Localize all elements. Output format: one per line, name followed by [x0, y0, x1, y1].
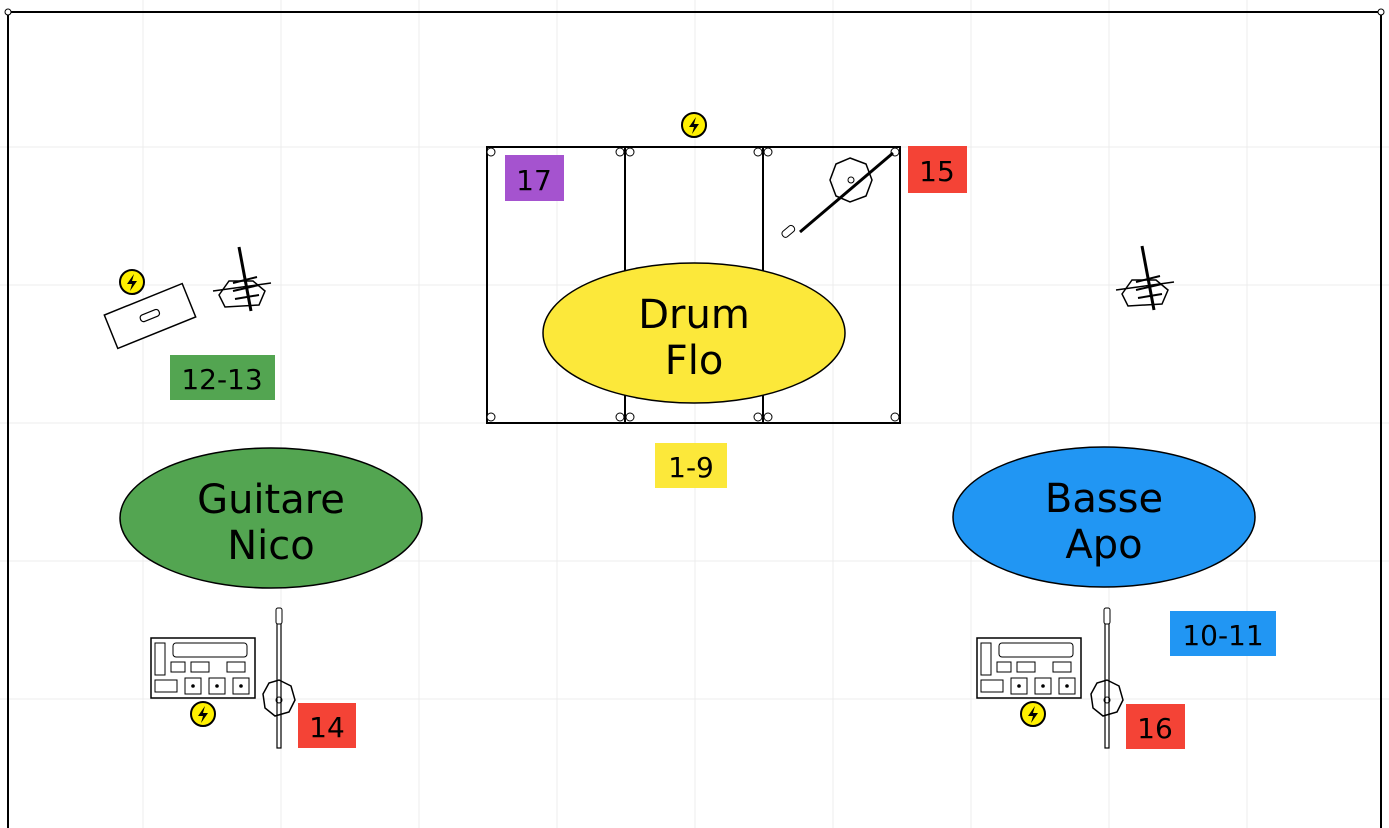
drummer-line2: Flo: [665, 338, 724, 384]
label-bg-guitar-vocal: [298, 703, 356, 748]
bassist-position: [952, 446, 1256, 588]
guitarist-position: [119, 447, 423, 589]
channel-label-overhead: 15: [919, 155, 955, 188]
guitar-on-stand-icon: [211, 245, 273, 313]
channel-label-bass-amp: 10-11: [1182, 619, 1263, 652]
guitarist-line2: Nico: [227, 523, 315, 569]
power-outlet-icon: [1020, 701, 1046, 727]
power-outlet-icon: [119, 269, 145, 295]
bass-on-stand-icon: [1114, 244, 1176, 312]
mic-stand-icon: [262, 607, 296, 749]
label-bg-drums: [655, 443, 727, 488]
overhead-microphone-icon: [781, 151, 894, 238]
label-bg-overhead: [908, 146, 967, 193]
label-bg-riser: [505, 155, 564, 201]
channel-label-drums: 1-9: [668, 451, 714, 484]
guitarist-line1: Guitare: [197, 477, 345, 523]
power-outlet-icon: [190, 701, 216, 727]
power-outlet-icon: [681, 112, 707, 138]
label-bg-bass-amp: [1170, 611, 1276, 656]
bassist-line2: Apo: [1065, 522, 1142, 568]
bassist-line1: Basse: [1045, 476, 1163, 522]
channel-label-riser: 17: [516, 164, 552, 197]
drummer-position: [542, 262, 846, 404]
stage-border: [7, 11, 1382, 828]
channel-label-guitar-amp: 12-13: [181, 363, 262, 396]
channel-label-guitar-vocal: 14: [309, 711, 345, 744]
label-bg-guitar-amp: [170, 355, 275, 400]
channel-label-bass-vocal: 16: [1137, 712, 1173, 745]
guitar-amp-icon: [103, 282, 197, 350]
pedalboard-icon: [150, 637, 256, 699]
pedalboard-icon: [976, 637, 1082, 699]
mic-stand-icon: [1090, 607, 1124, 749]
label-bg-bass-vocal: [1126, 704, 1185, 749]
drummer-line1: Drum: [638, 292, 750, 338]
